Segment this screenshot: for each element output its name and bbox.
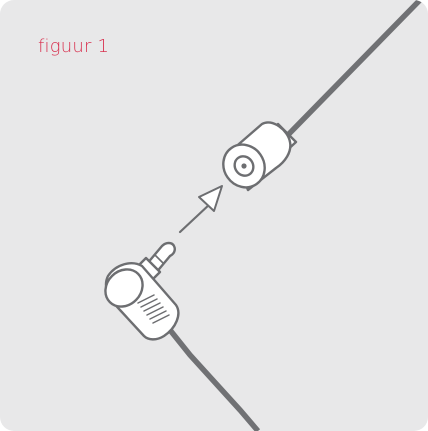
arrow-up-right-icon	[180, 186, 222, 232]
plug-cable	[170, 330, 258, 431]
extension-cable	[283, 0, 420, 140]
audio-jack-socket-icon	[215, 122, 296, 195]
audio-jack-plug-icon	[98, 243, 179, 339]
